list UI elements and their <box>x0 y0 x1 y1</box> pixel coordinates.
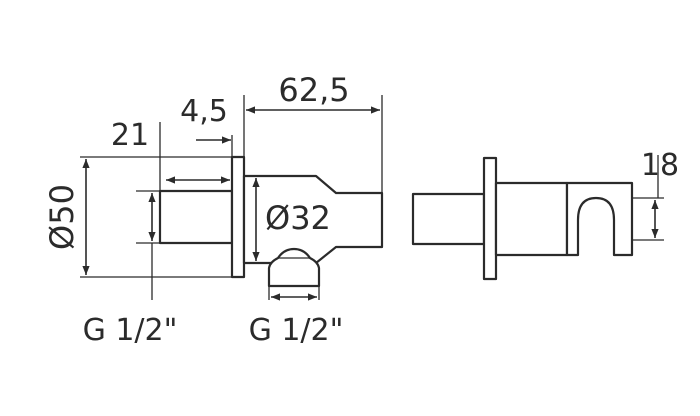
front-pipe-stub <box>411 192 486 246</box>
label-62-5: 62,5 <box>278 71 349 109</box>
extension-lines <box>80 95 664 300</box>
front-body <box>494 181 569 257</box>
dimension-lines <box>82 106 659 301</box>
holder-body <box>242 174 384 265</box>
labels: 62,5 4,5 21 Ø32 18 Ø50 G 1/2" G 1/2" <box>43 71 679 348</box>
hook-cradle <box>565 181 634 257</box>
label-thread-left: G 1/2" <box>83 313 178 348</box>
pipe-stub <box>158 189 234 245</box>
label-phi50: Ø50 <box>43 184 81 250</box>
front-view <box>411 156 634 281</box>
label-4-5: 4,5 <box>180 94 228 129</box>
front-flange <box>482 156 498 281</box>
label-phi32: Ø32 <box>265 199 331 237</box>
label-18: 18 <box>641 148 679 183</box>
wall-flange <box>230 155 246 279</box>
side-view <box>158 155 384 288</box>
label-thread-right: G 1/2" <box>249 313 344 348</box>
label-21: 21 <box>111 118 149 153</box>
